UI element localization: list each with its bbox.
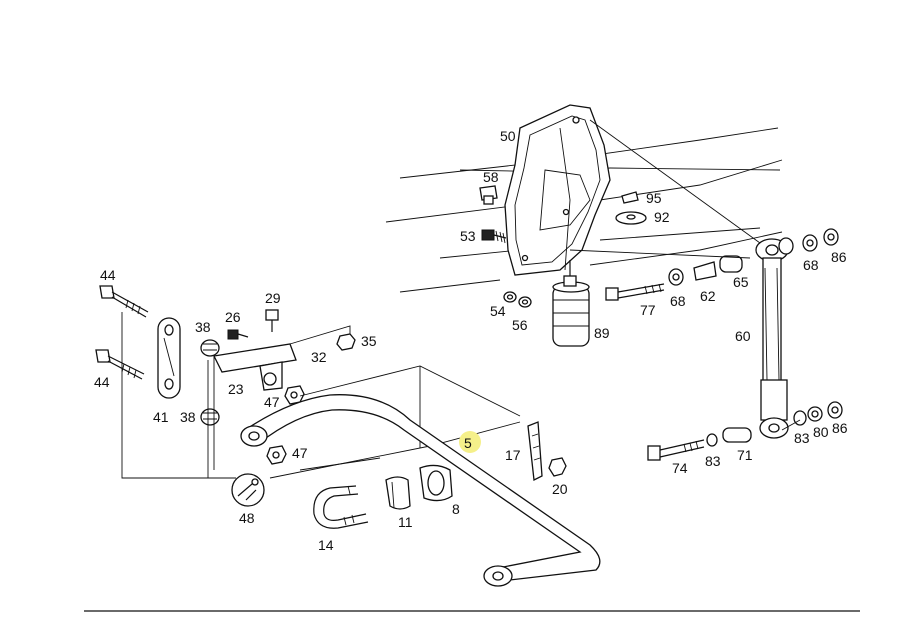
callout-58: 58	[483, 169, 499, 185]
bushing-8	[419, 464, 453, 502]
bracket-23	[213, 343, 297, 470]
callout-68-right: 68	[803, 257, 819, 273]
bolt-58	[479, 185, 498, 205]
clip-95	[621, 191, 639, 204]
callout-17: 17	[505, 447, 521, 463]
callout-20: 20	[552, 481, 568, 497]
callout-44-upper: 44	[100, 267, 116, 283]
leader-lines	[569, 119, 801, 431]
callout-56: 56	[512, 317, 528, 333]
callout-47-upper: 47	[264, 394, 280, 410]
wrench-icon-48	[231, 473, 265, 507]
callout-83-right: 83	[794, 430, 810, 446]
mount-bracket-50	[504, 104, 611, 276]
nut-38-upper	[200, 339, 220, 357]
callout-50: 50	[500, 128, 516, 144]
bolt-53	[481, 229, 507, 244]
upper-mount-hardware	[668, 228, 839, 286]
nut-20	[548, 457, 567, 477]
shock-absorber-60	[755, 238, 789, 439]
callout-68-mid: 68	[670, 293, 686, 309]
callout-14: 14	[318, 537, 334, 553]
callout-77: 77	[640, 302, 656, 318]
callout-62: 62	[700, 288, 716, 304]
callout-80: 80	[813, 424, 829, 440]
strap-41	[157, 317, 181, 399]
callout-26: 26	[225, 309, 241, 325]
callout-38-upper: 38	[195, 319, 211, 335]
bolt-26	[227, 329, 249, 340]
callout-11: 11	[398, 514, 413, 530]
washers-54-56	[503, 291, 532, 308]
callout-5: 5	[464, 435, 472, 451]
callout-65: 65	[733, 274, 749, 290]
nut-47-upper	[284, 385, 305, 405]
callout-44-lower: 44	[94, 374, 110, 390]
callout-92: 92	[654, 209, 670, 225]
washer-92	[615, 211, 647, 225]
callout-41: 41	[153, 409, 169, 425]
callout-53: 53	[460, 228, 476, 244]
callout-95: 95	[646, 190, 662, 206]
callout-71: 71	[737, 447, 753, 463]
callout-35: 35	[361, 333, 377, 349]
callout-54: 54	[490, 303, 506, 319]
callout-23: 23	[228, 381, 244, 397]
callout-29: 29	[265, 290, 281, 306]
callout-48: 48	[239, 510, 255, 526]
highlight-marker	[459, 431, 481, 453]
callout-74: 74	[672, 460, 688, 476]
bolt-44-lower	[95, 349, 145, 380]
callout-60: 60	[735, 328, 751, 344]
reference-lines-left	[121, 312, 521, 479]
callout-38-lower: 38	[180, 409, 196, 425]
callout-89: 89	[594, 325, 610, 341]
callout-labels: 5 8 11 14 17 20 23 26 29 32 35 38 38 41 …	[94, 128, 848, 553]
callout-86-lower: 86	[832, 420, 848, 436]
bolt-44-upper	[99, 285, 149, 318]
lower-mount-hardware	[647, 401, 843, 461]
bolt-77	[605, 283, 665, 301]
strap-17	[527, 421, 543, 481]
callout-47-lower: 47	[292, 445, 308, 461]
callout-8: 8	[452, 501, 460, 517]
bump-stop-89	[552, 260, 590, 347]
bushing-11	[385, 476, 411, 510]
nut-38-lower	[200, 408, 220, 426]
nut-47-lower	[266, 445, 287, 465]
nut-35	[336, 333, 356, 351]
u-bolt-14	[313, 485, 369, 529]
stabilizer-bar-5	[240, 394, 601, 587]
callout-32: 32	[311, 349, 327, 365]
callout-86-upper: 86	[831, 249, 847, 265]
bolt-29	[265, 309, 279, 332]
callout-83-left: 83	[705, 453, 721, 469]
